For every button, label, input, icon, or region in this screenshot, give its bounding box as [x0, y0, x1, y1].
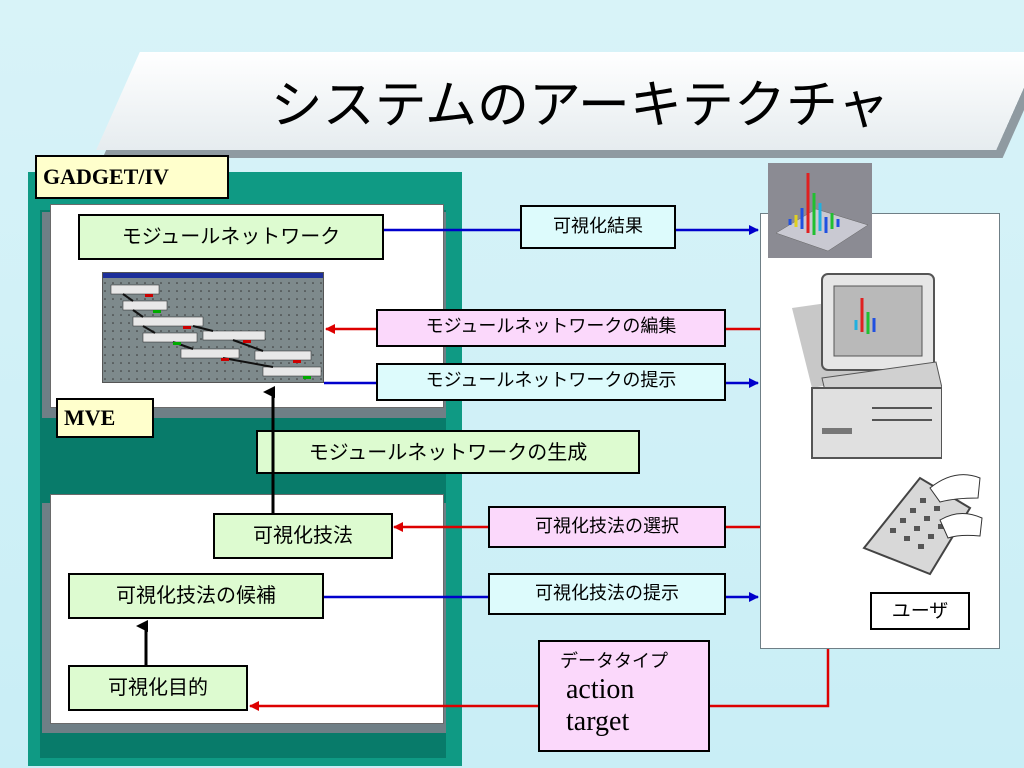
present-technique-box: 可視化技法の提示: [488, 573, 726, 615]
gadget-label: GADGET/IV: [35, 155, 229, 199]
edit-network-box: モジュールネットワークの編集: [376, 309, 726, 347]
datatype-target: target: [566, 706, 630, 737]
node-table: [132, 316, 204, 327]
bar3d-icon: [775, 173, 869, 252]
vis-result-thumbnail: [768, 163, 872, 258]
select-technique-box: 可視化技法の選択: [488, 506, 726, 548]
network-editor-screenshot: [102, 272, 325, 384]
generate-network-box: モジュールネットワークの生成: [256, 430, 640, 474]
computer-icon: [782, 268, 943, 459]
vis-purpose-box: 可視化目的: [68, 665, 248, 711]
mve-label: MVE: [56, 398, 154, 438]
node-uniview: [262, 366, 322, 377]
vis-result-box: 可視化結果: [520, 205, 676, 249]
user-label: ユーザ: [870, 592, 970, 630]
computer-illustration: [792, 273, 943, 459]
keyboard-illustration: [862, 474, 983, 576]
keyboard-icon: [860, 458, 984, 578]
module-network-box: モジュールネットワーク: [78, 214, 384, 260]
vis-technique-box: 可視化技法: [213, 513, 393, 559]
datatype-heading: データタイプ: [560, 651, 668, 672]
datatype-action: action: [566, 674, 635, 705]
screenshot-grid: [103, 279, 325, 384]
vis-candidates-box: 可視化技法の候補: [68, 573, 324, 619]
datatype-box: データタイプ action target: [538, 640, 710, 752]
node-texttitle: [254, 350, 312, 361]
arrow-datatype-right: [710, 649, 830, 708]
screenshot-titlebar: [103, 273, 323, 278]
node-threshold: [142, 332, 198, 343]
node-query: [122, 300, 168, 311]
present-network-box: モジュールネットワークの提示: [376, 363, 726, 401]
node-graph: [180, 348, 240, 359]
page-title: システムのアーキテクチャ: [270, 76, 890, 136]
node-connect: [110, 284, 160, 295]
